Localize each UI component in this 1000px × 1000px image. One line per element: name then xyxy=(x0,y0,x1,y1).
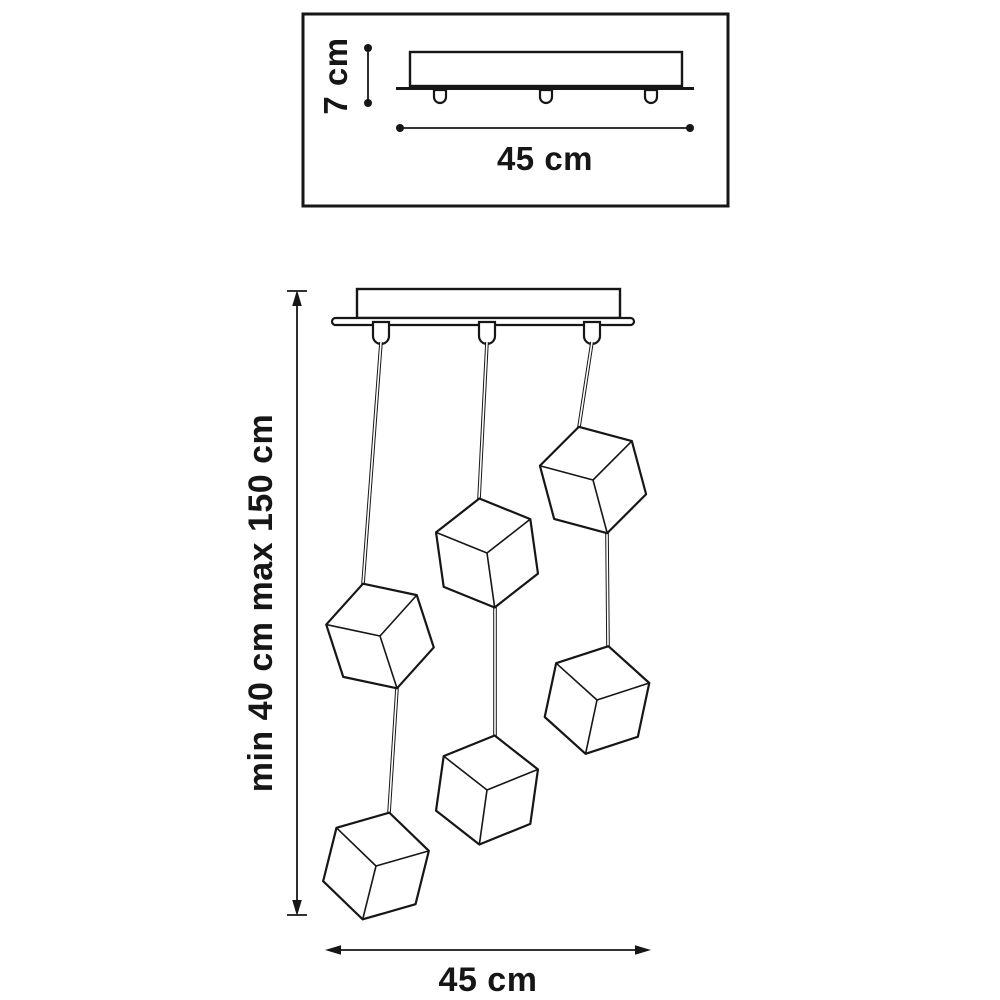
cube-shade xyxy=(537,635,657,765)
inset-height-dimension: 7 cm xyxy=(317,37,372,115)
drop-height-dimension: min 40 cm max 150 cm xyxy=(242,290,307,916)
cable-gland xyxy=(538,88,554,105)
canopy-body xyxy=(355,287,622,320)
ceiling-canopy xyxy=(330,287,636,346)
dimension-end-dot xyxy=(364,99,372,107)
dimension-end-dot xyxy=(396,124,404,132)
arrowhead-down xyxy=(292,900,302,916)
cube-shades xyxy=(315,413,657,932)
cube-shade xyxy=(316,567,444,705)
cube-shade xyxy=(431,490,543,616)
arrowhead-left xyxy=(325,945,341,955)
pendant-fixture-drawing: min 40 cm max 150 cm 45 cm xyxy=(242,287,657,999)
drop-height-label: min 40 cm max 150 cm xyxy=(242,414,280,793)
arrowhead-up xyxy=(292,290,302,306)
inset-height-label: 7 cm xyxy=(317,37,354,114)
arrowhead-right xyxy=(635,945,651,955)
inset-width-label: 45 cm xyxy=(497,140,593,177)
canopy-detail-inset: 7 cm 45 cm xyxy=(301,12,730,208)
bottom-width-dimension: 45 cm xyxy=(325,945,651,999)
dimension-end-dot xyxy=(364,44,372,52)
cable-gland xyxy=(432,88,448,105)
inset-frame xyxy=(301,12,730,208)
canopy-body xyxy=(408,50,684,88)
cable-gland xyxy=(582,320,602,346)
canopy-side-view xyxy=(396,50,694,105)
bottom-width-label: 45 cm xyxy=(439,961,538,999)
cable-gland xyxy=(643,88,659,105)
inset-width-dimension: 45 cm xyxy=(396,124,694,177)
cube-shade xyxy=(431,727,543,853)
cube-shade xyxy=(315,800,437,932)
cube-shade xyxy=(531,413,655,547)
cable-gland xyxy=(477,320,497,346)
cable-gland xyxy=(371,320,391,346)
dimension-end-dot xyxy=(686,124,694,132)
